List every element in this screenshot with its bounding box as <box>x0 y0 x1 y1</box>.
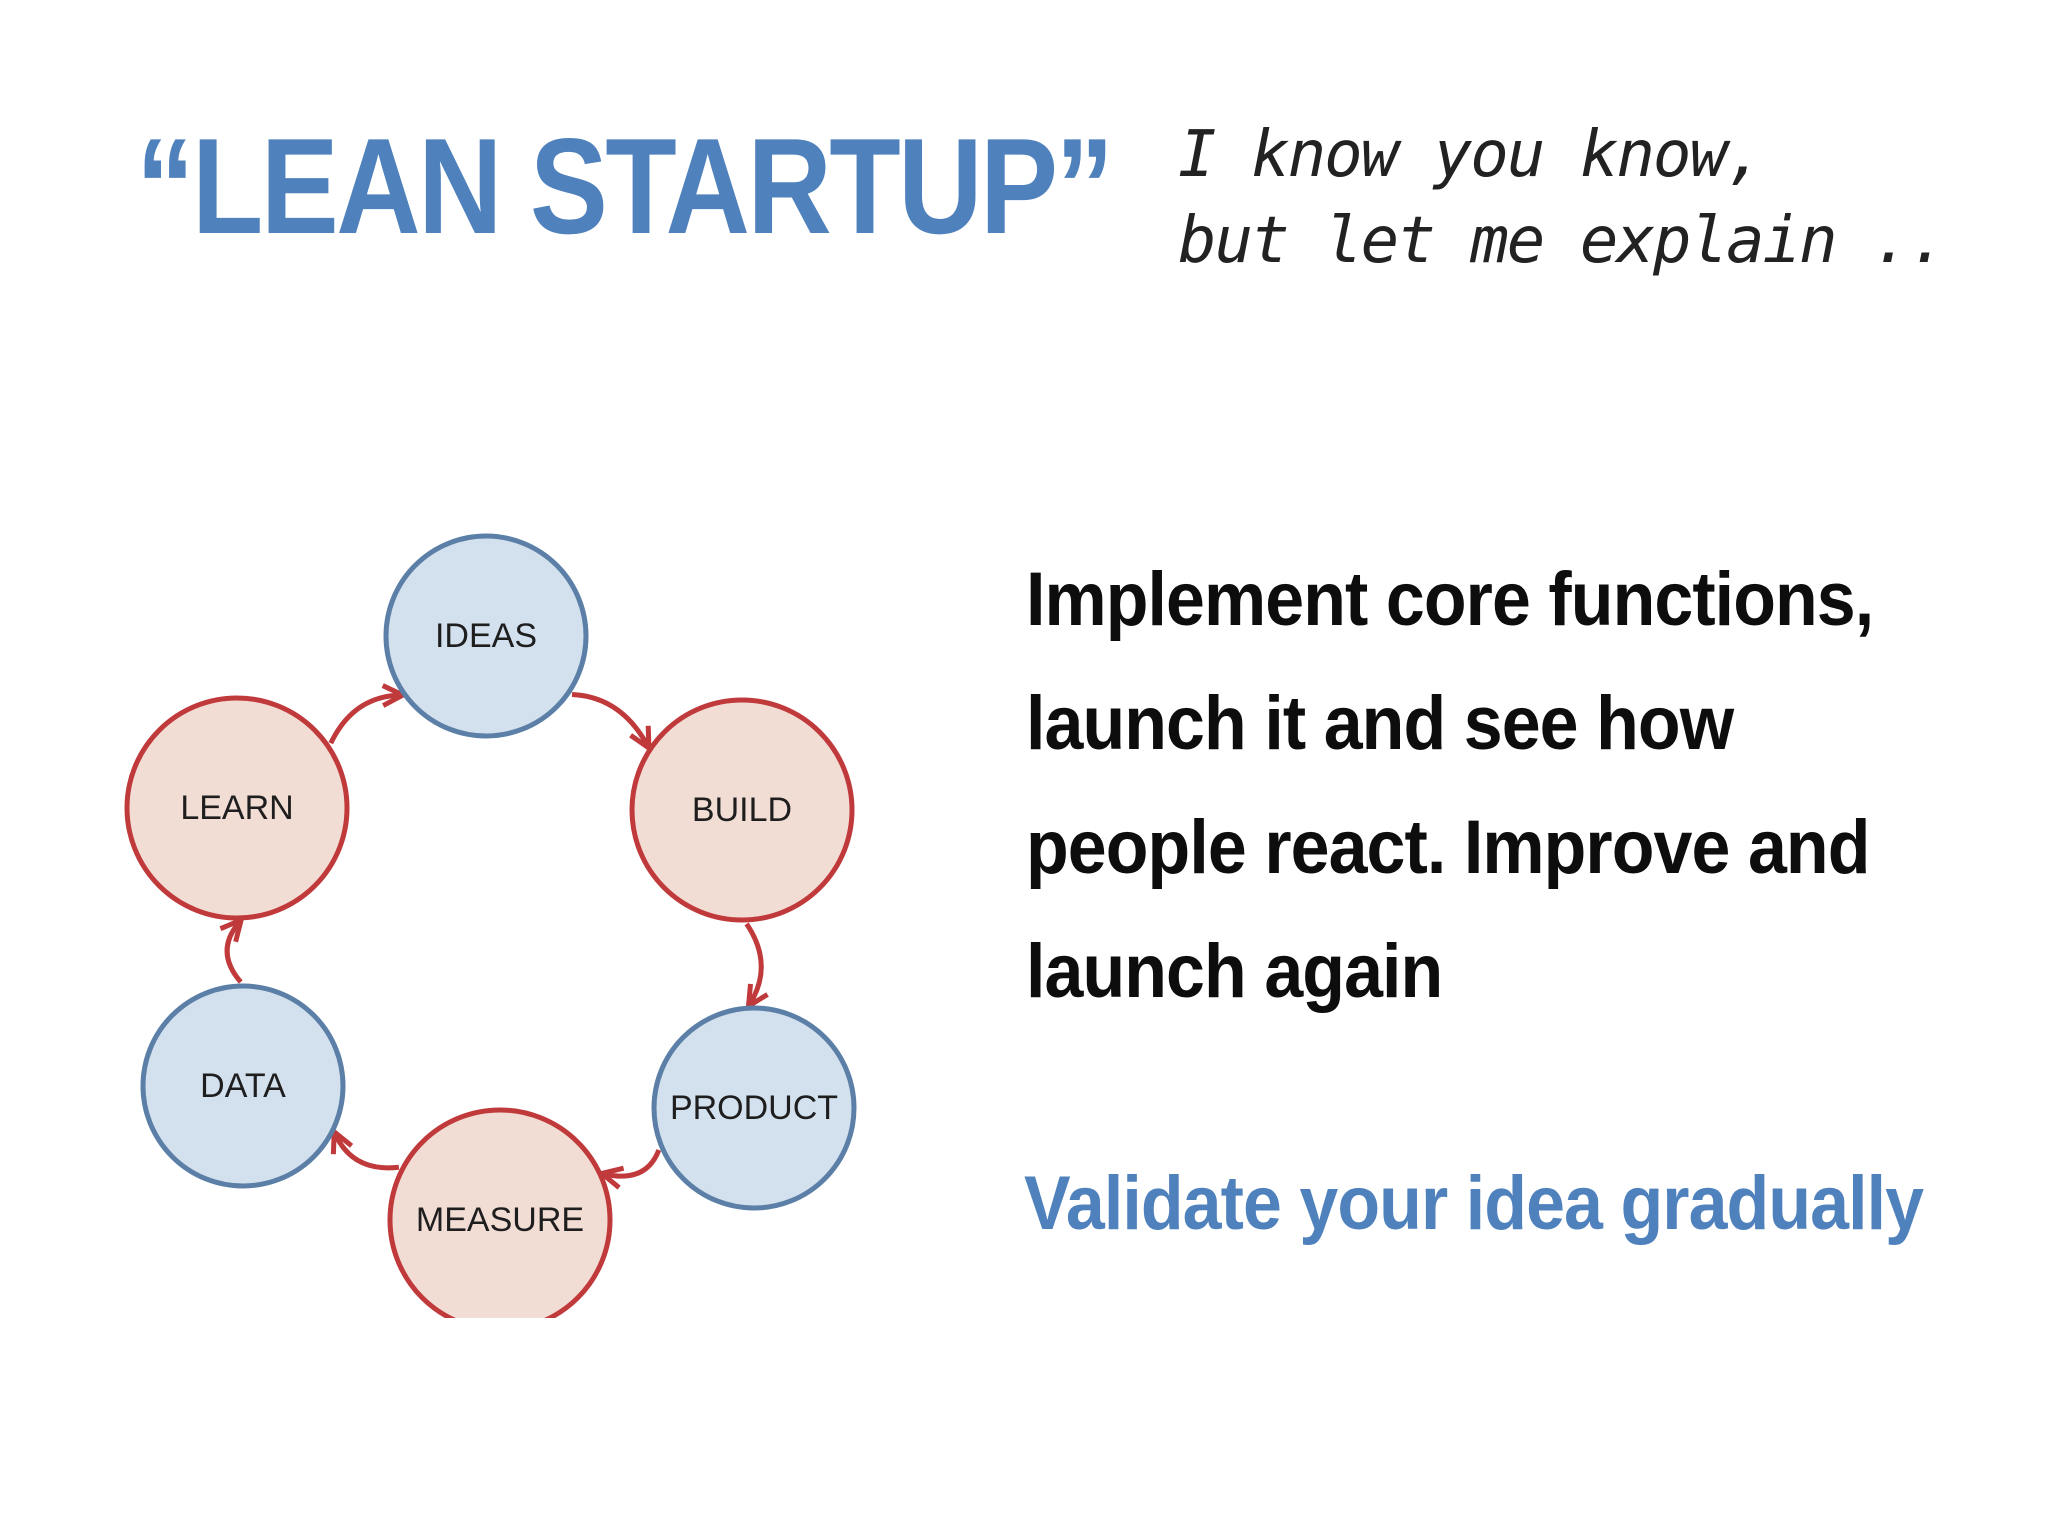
cycle-arrow-learn-to-ideas <box>328 695 401 745</box>
cycle-node-learn: LEARN <box>124 695 350 921</box>
description-line: launch again <box>1026 929 1443 1014</box>
cycle-node-label: BUILD <box>692 791 792 829</box>
cycle-node-build: BUILD <box>629 697 855 923</box>
cycle-node-ideas: IDEAS <box>383 533 589 739</box>
cycle-arrow-product-to-measure <box>604 1148 662 1176</box>
lean-cycle-diagram: IDEAS BUILD PRODUCT MEASURE DATA LEARN <box>110 518 870 1318</box>
cycle-svg: IDEAS BUILD PRODUCT MEASURE DATA LEARN <box>124 533 857 1318</box>
cycle-node-circle <box>383 533 589 739</box>
slide-title: “LEAN STARTUP” <box>136 110 1114 262</box>
cycle-node-label: PRODUCT <box>670 1089 838 1127</box>
description-line: Implement core functions, <box>1026 557 1874 642</box>
handwritten-aside: I know you know, but let me explain .. <box>1178 112 1978 284</box>
cycle-node-label: DATA <box>200 1067 286 1105</box>
nodes-layer: IDEAS BUILD PRODUCT MEASURE DATA LEARN <box>124 533 857 1318</box>
cycle-node-label: IDEAS <box>435 617 537 655</box>
cycle-node-data: DATA <box>140 983 346 1189</box>
cycle-node-label: MEASURE <box>416 1201 584 1239</box>
cycle-node-circle <box>124 695 350 921</box>
cycle-arrow-ideas-to-build <box>571 691 648 745</box>
description-text: Implement core functions, launch it and … <box>1026 538 1909 1034</box>
cycle-node-circle <box>387 1107 613 1318</box>
cycle-node-label: LEARN <box>180 789 293 827</box>
aside-line: but let me explain .. <box>1178 204 1947 278</box>
cycle-node-circle <box>140 983 346 1189</box>
cycle-arrow-data-to-learn <box>227 922 241 984</box>
cycle-node-circle <box>629 697 855 923</box>
cycle-arrow-measure-to-data <box>335 1134 400 1171</box>
description-line: people react. Improve and <box>1026 805 1870 890</box>
cycle-arrow-build-to-product <box>744 922 762 1004</box>
tagline: Validate your idea gradually <box>1024 1161 1924 1246</box>
aside-line: I know you know, <box>1178 118 1765 192</box>
cycle-node-product: PRODUCT <box>651 1005 857 1211</box>
cycle-node-circle <box>651 1005 857 1211</box>
cycle-node-measure: MEASURE <box>387 1107 613 1318</box>
edges-layer <box>227 694 761 1176</box>
description-line: launch it and see how <box>1026 681 1734 766</box>
